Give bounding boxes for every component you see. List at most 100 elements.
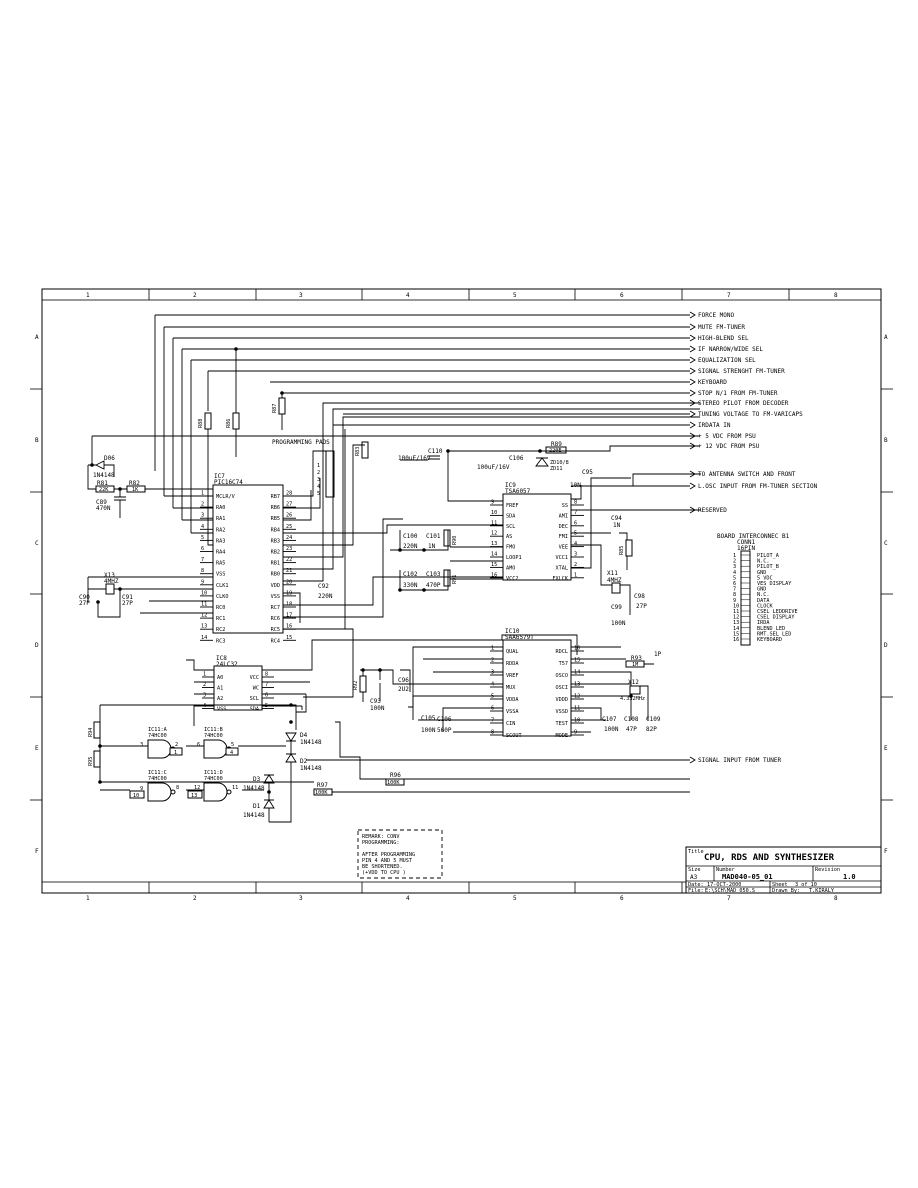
connector-pin-number: 4 — [733, 570, 736, 576]
pin-name: A2 — [217, 696, 223, 702]
pin-name: CLK1 — [216, 583, 229, 589]
connector-pin-number: 5 — [733, 575, 736, 581]
gate-d-ref: IC11:D — [204, 770, 223, 776]
sheet-inner-border — [41, 299, 882, 883]
r96-value: 100K — [387, 780, 400, 786]
pin-number: 2 — [201, 502, 204, 508]
ic10-saa6579t: IC10 SAA6579T 1QUAL2RDDA3VREF4MUX5VDDA6V… — [490, 628, 584, 739]
pin-number: 12 — [491, 531, 497, 537]
pin-name: RB3 — [271, 538, 280, 544]
pin-number: 8 — [574, 500, 577, 506]
connector-pin-number: 8 — [733, 592, 736, 598]
svg-text:6: 6 — [197, 742, 200, 748]
pin-name: VDDD — [556, 697, 569, 703]
svg-text:12: 12 — [194, 785, 200, 791]
number-label: Number — [716, 867, 735, 873]
date-value: 17-OCT-2000 — [707, 882, 741, 888]
connector-pin-label: CLOCK — [757, 603, 773, 609]
pin-number: 10 — [201, 590, 207, 596]
r92-ref: R92 — [353, 681, 359, 690]
pin-name: VSS — [217, 707, 226, 713]
ic8-part: 24LC32 — [216, 661, 238, 668]
nand-gate-d — [203, 782, 228, 802]
r85-ref: R85 — [619, 546, 625, 555]
svg-text:10: 10 — [133, 793, 139, 799]
label-1p: 1P — [654, 651, 662, 658]
d1-value: 1N4148 — [243, 812, 265, 819]
d2-value: 1N4148 — [300, 765, 322, 772]
grid-col-bottom: 1 — [86, 895, 90, 902]
svg-text:2: 2 — [317, 470, 320, 476]
c92-ref: C92 — [318, 583, 329, 590]
pin-name: RC1 — [216, 616, 225, 622]
connector-pin-label: N.C. — [757, 592, 770, 598]
connector-pin-number: 1 — [733, 553, 736, 559]
svg-text:11: 11 — [232, 785, 238, 791]
connector-pin-label: GND — [757, 570, 766, 576]
drawing-number: MAD040-05_01 — [722, 873, 773, 881]
title-block: Title CPU, RDS AND SYNTHESIZER Size A3 N… — [685, 846, 882, 894]
pin-number: 3 — [201, 513, 204, 519]
grid-row-left: D — [35, 642, 39, 649]
c89-value: 470N — [96, 505, 111, 512]
pin-name: TEST — [556, 721, 569, 727]
c108-value: 47P — [626, 726, 637, 733]
ic7-ref: IC7 — [214, 473, 225, 480]
c102-value: 330N — [403, 582, 418, 589]
pin-number: 18 — [286, 602, 292, 608]
pin-number: 1 — [201, 491, 204, 497]
r95-ref: R95 — [88, 757, 94, 766]
gate-a-part: 74HC00 — [148, 733, 167, 739]
signal-label: + 12 VDC FROM PSU — [698, 443, 760, 450]
grid-row-left: F — [35, 848, 39, 855]
grid-row-left: E — [35, 745, 39, 752]
c102-ref: C102 — [403, 571, 418, 578]
revision-label: Revision — [815, 867, 840, 873]
pin-name: VSSA — [506, 709, 519, 715]
pin-number: 13 — [574, 682, 580, 688]
pin-number: 8 — [491, 730, 494, 736]
connector-pin-number: 3 — [733, 564, 736, 570]
pin-number: 15 — [491, 562, 497, 568]
connector-pin-number: 13 — [733, 620, 739, 626]
remark-line: PROGRAMMING: — [362, 840, 399, 846]
pin-name: XTAL — [556, 565, 569, 571]
c99-value: 100N — [611, 620, 626, 627]
c93-ref: C93 — [370, 698, 381, 705]
drawn-label: Drawn By: — [772, 888, 800, 894]
gate-c-ref: IC11:C — [148, 770, 167, 776]
ic7-part: PIC16C74 — [214, 479, 243, 486]
pin-number: 28 — [286, 491, 292, 497]
pin-name: RA1 — [216, 516, 225, 522]
pin-name: VCC2 — [506, 576, 519, 582]
ic9-body — [502, 493, 572, 581]
ic7-pic16c74: IC7 PIC16C74 1MCLR/V2RA03RA14RA25RA36RA4… — [200, 473, 296, 644]
pin-number: 13 — [491, 541, 497, 547]
pin-name: RB6 — [271, 505, 280, 511]
pin-name: FREF — [506, 503, 519, 509]
pin-name: A1 — [217, 686, 223, 692]
drawing-title: CPU, RDS AND SYNTHESIZER — [704, 853, 835, 863]
svg-text:3: 3 — [317, 477, 320, 483]
d6-value: 1N4148 — [93, 472, 115, 479]
pin-name: VCC1 — [556, 555, 569, 561]
gate-a-ref: IC11:A — [148, 727, 168, 733]
grid-col-top: 6 — [620, 292, 624, 299]
pin-name: VEE — [559, 545, 568, 551]
connector-pin-label: 5 VDC — [757, 575, 773, 581]
c103-ref: C103 — [426, 571, 441, 578]
pin-number: 21 — [286, 568, 292, 574]
remark-line: PIN 4 AND 5 MUST — [362, 858, 412, 864]
signal-label: IRDATA IN — [698, 422, 731, 429]
d6-ref: D06 — [104, 455, 115, 462]
c94-ref: C94 — [611, 515, 622, 522]
pin-name: SS — [562, 503, 568, 509]
ic10-body — [502, 639, 572, 737]
pin-number: 6 — [574, 520, 577, 526]
pin-number: 1 — [574, 572, 577, 578]
diode-d1 — [263, 799, 275, 809]
resistor-r89 — [545, 446, 567, 454]
grid-col-top: 1 — [86, 292, 90, 299]
pin-name: A0 — [217, 675, 223, 681]
pin-number: 15 — [574, 658, 580, 664]
